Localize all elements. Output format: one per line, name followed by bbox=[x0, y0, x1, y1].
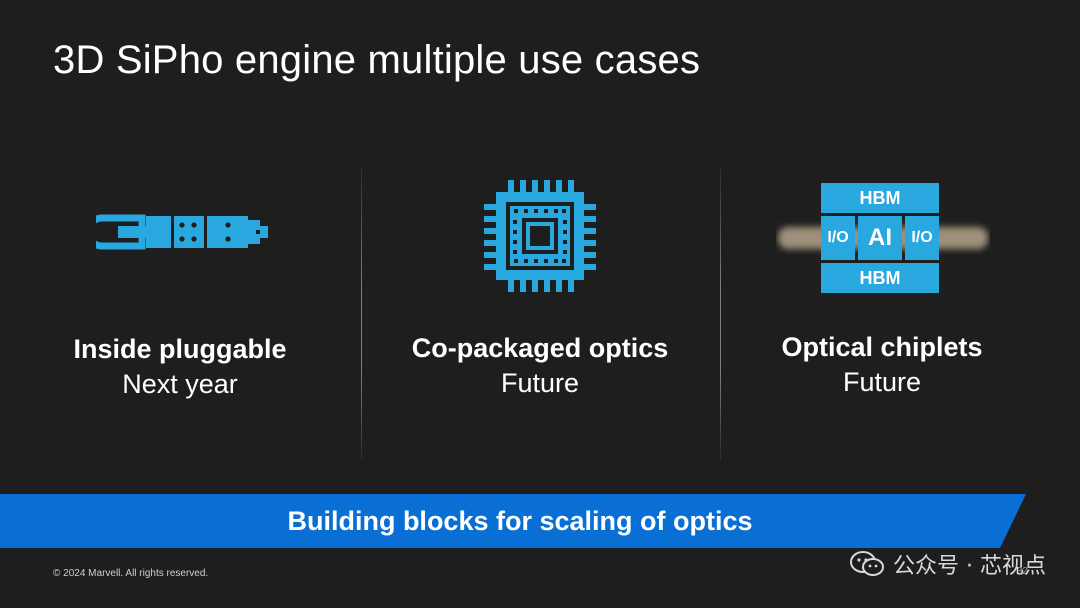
chiplet-hbm-bottom-label: HBM bbox=[859, 268, 901, 288]
chiplet-diagram-icon: HBM I/O AI I/O HBM bbox=[776, 183, 990, 298]
watermark: 公众号 · 芯视点 bbox=[849, 548, 1046, 580]
column-divider-left bbox=[361, 168, 362, 460]
banner-background bbox=[0, 494, 1026, 548]
chiplet-io-left-label: I/O bbox=[827, 229, 849, 246]
page-number: 32 bbox=[1016, 566, 1028, 577]
chiplet-io-right-label: I/O bbox=[911, 229, 933, 246]
wechat-icon bbox=[849, 550, 885, 578]
column-divider-right bbox=[720, 168, 721, 460]
column-cpo: Co-packaged optics Future bbox=[360, 333, 720, 399]
column-pluggable-sub: Next year bbox=[122, 369, 238, 399]
column-chiplets: Optical chiplets Future bbox=[702, 332, 1062, 398]
chiplet-ai-label: AI bbox=[868, 224, 892, 251]
chiplet-hbm-top-label: HBM bbox=[859, 188, 901, 208]
column-cpo-label: Co-packaged optics bbox=[411, 333, 669, 363]
chip-icon bbox=[484, 180, 596, 297]
column-pluggable-label: Inside pluggable bbox=[73, 334, 287, 364]
banner-text: Building blocks for scaling of optics bbox=[287, 506, 753, 536]
column-pluggable: Inside pluggable Next year bbox=[0, 334, 360, 400]
pluggable-module-icon bbox=[84, 212, 270, 257]
slide-title: 3D SiPho engine multiple use cases bbox=[53, 38, 701, 82]
copyright-text: © 2024 Marvell. All rights reserved. bbox=[53, 568, 209, 579]
column-cpo-sub: Future bbox=[500, 368, 580, 398]
column-chiplets-sub: Future bbox=[842, 367, 922, 397]
column-chiplets-label: Optical chiplets bbox=[781, 332, 983, 362]
watermark-text: 公众号 · 芯视点 bbox=[893, 554, 1046, 579]
